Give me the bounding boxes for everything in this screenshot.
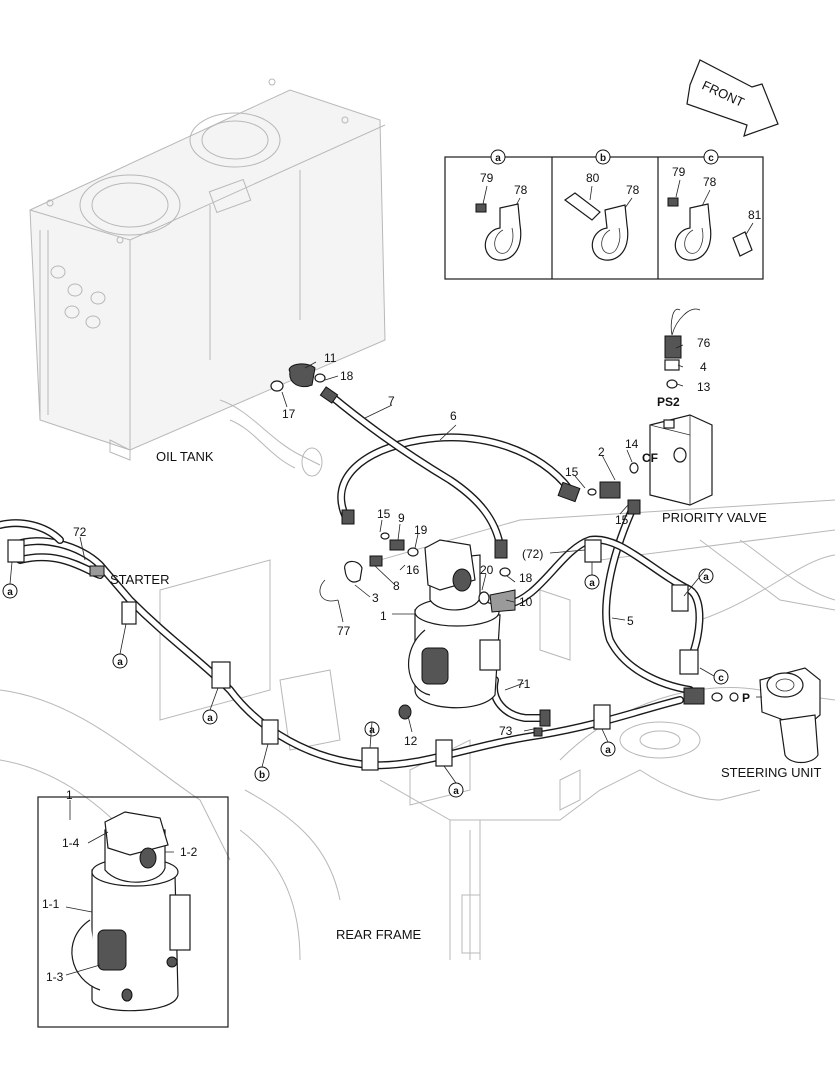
svg-text:a: a xyxy=(369,725,375,736)
inset-part-1-3: 1-3 xyxy=(46,970,64,984)
oil-tank-drawing xyxy=(29,78,386,477)
callout-9: 9 xyxy=(398,511,405,525)
component-labels: OIL TANK STARTER PRIORITY VALVE STEERING… xyxy=(110,449,821,942)
detail-b-part-78: 78 xyxy=(626,183,640,197)
front-label: FRONT xyxy=(700,77,747,110)
callout-20: 20 xyxy=(480,563,494,577)
inset-part-1-4: 1-4 xyxy=(62,836,80,850)
callout-8: 8 xyxy=(393,579,400,593)
callout-2: 2 xyxy=(598,445,605,459)
svg-text:b: b xyxy=(259,770,265,781)
detail-panel-c-letter: c xyxy=(708,153,714,164)
clamp-marker-b: b xyxy=(254,766,270,782)
front-direction-arrow: FRONT xyxy=(686,59,779,137)
starter-label: STARTER xyxy=(110,572,169,587)
hose-lines xyxy=(0,391,704,770)
steering-pump-assembly xyxy=(398,539,516,720)
clamp-marker-a5: a xyxy=(448,782,464,798)
clamp-marker-a8: a xyxy=(698,568,714,584)
svg-text:a: a xyxy=(453,786,459,797)
rear-frame-label: REAR FRAME xyxy=(336,927,422,942)
fittings xyxy=(270,363,739,737)
detail-panel-a-letter: a xyxy=(495,153,501,164)
priority-valve xyxy=(649,308,713,506)
detail-panel-a: a 79 78 xyxy=(475,149,528,261)
callout-3: 3 xyxy=(372,591,379,605)
inset-part-1-1: 1-1 xyxy=(42,897,60,911)
steering-unit xyxy=(759,667,821,764)
callout-13: 13 xyxy=(697,380,711,394)
callout-77: 77 xyxy=(337,624,351,638)
clamps xyxy=(7,539,699,771)
clamp-marker-a1: a xyxy=(2,583,18,599)
detail-panel-b: b 80 78 xyxy=(563,149,640,261)
steering-unit-label: STEERING UNIT xyxy=(721,765,821,780)
clamp-markers: a a a a a a a a b c xyxy=(2,561,729,798)
inset-part-1-2: 1-2 xyxy=(180,845,198,859)
svg-text:c: c xyxy=(718,673,724,684)
port-labels: PS2 CF P xyxy=(642,395,762,705)
detail-a-part-79: 79 xyxy=(480,171,494,185)
port-p: P xyxy=(742,691,750,705)
callout-12: 12 xyxy=(404,734,418,748)
callout-16: 16 xyxy=(406,563,420,577)
callout-leaders xyxy=(79,344,684,733)
callout-19: 19 xyxy=(414,523,428,537)
rear-frame-drawing xyxy=(0,499,835,961)
callout-1: 1 xyxy=(380,609,387,623)
callout-5: 5 xyxy=(627,614,634,628)
svg-text:a: a xyxy=(7,587,13,598)
priority-valve-label: PRIORITY VALVE xyxy=(662,510,767,525)
callout-numbers: 11 18 17 7 6 15 9 19 16 8 3 1 77 2 14 15… xyxy=(73,336,711,748)
callout-6: 6 xyxy=(450,409,457,423)
callout-10: 10 xyxy=(519,595,533,609)
detail-panel-c: c 79 78 81 xyxy=(667,149,762,261)
callout-18-lower: 18 xyxy=(519,571,533,585)
inset-labels: 1 1-4 1-2 1-1 1-3 xyxy=(42,788,198,984)
callout-4: 4 xyxy=(700,360,707,374)
clamp-marker-a7: a xyxy=(584,574,600,590)
detail-a-part-78: 78 xyxy=(514,183,528,197)
clamp-detail-box: a 79 78 b 80 78 c 79 78 81 xyxy=(444,149,764,280)
detail-c-part-81: 81 xyxy=(748,208,762,222)
clamp-marker-c: c xyxy=(713,669,729,685)
callout-71: 71 xyxy=(517,677,531,691)
svg-text:a: a xyxy=(117,657,123,668)
callout-14: 14 xyxy=(625,437,639,451)
callout-72-paren: (72) xyxy=(522,547,543,561)
detail-panel-b-letter: b xyxy=(600,153,606,164)
inset-title: 1 xyxy=(66,788,73,802)
clamp-marker-a2: a xyxy=(112,653,128,669)
callout-7: 7 xyxy=(388,394,395,408)
svg-text:a: a xyxy=(605,745,611,756)
callout-72: 72 xyxy=(73,525,87,539)
detail-c-part-78: 78 xyxy=(703,175,717,189)
svg-text:a: a xyxy=(589,578,595,589)
callout-76: 76 xyxy=(697,336,711,350)
pump-inset-box xyxy=(37,796,229,1028)
detail-b-part-80: 80 xyxy=(586,171,600,185)
clamp-marker-a3: a xyxy=(202,709,218,725)
callout-15-mid: 15 xyxy=(565,465,579,479)
callout-18-upper: 18 xyxy=(340,369,354,383)
port-ps2: PS2 xyxy=(657,395,680,409)
clamp-marker-a6: a xyxy=(600,741,616,757)
detail-c-part-79: 79 xyxy=(672,165,686,179)
callout-15-right: 15 xyxy=(615,513,629,527)
callout-15-left: 15 xyxy=(377,507,391,521)
oil-tank-label: OIL TANK xyxy=(156,449,214,464)
port-cf: CF xyxy=(642,451,658,465)
svg-text:a: a xyxy=(703,572,709,583)
callout-11: 11 xyxy=(324,351,337,365)
svg-text:a: a xyxy=(207,713,213,724)
callout-73: 73 xyxy=(499,724,513,738)
callout-17: 17 xyxy=(282,407,296,421)
